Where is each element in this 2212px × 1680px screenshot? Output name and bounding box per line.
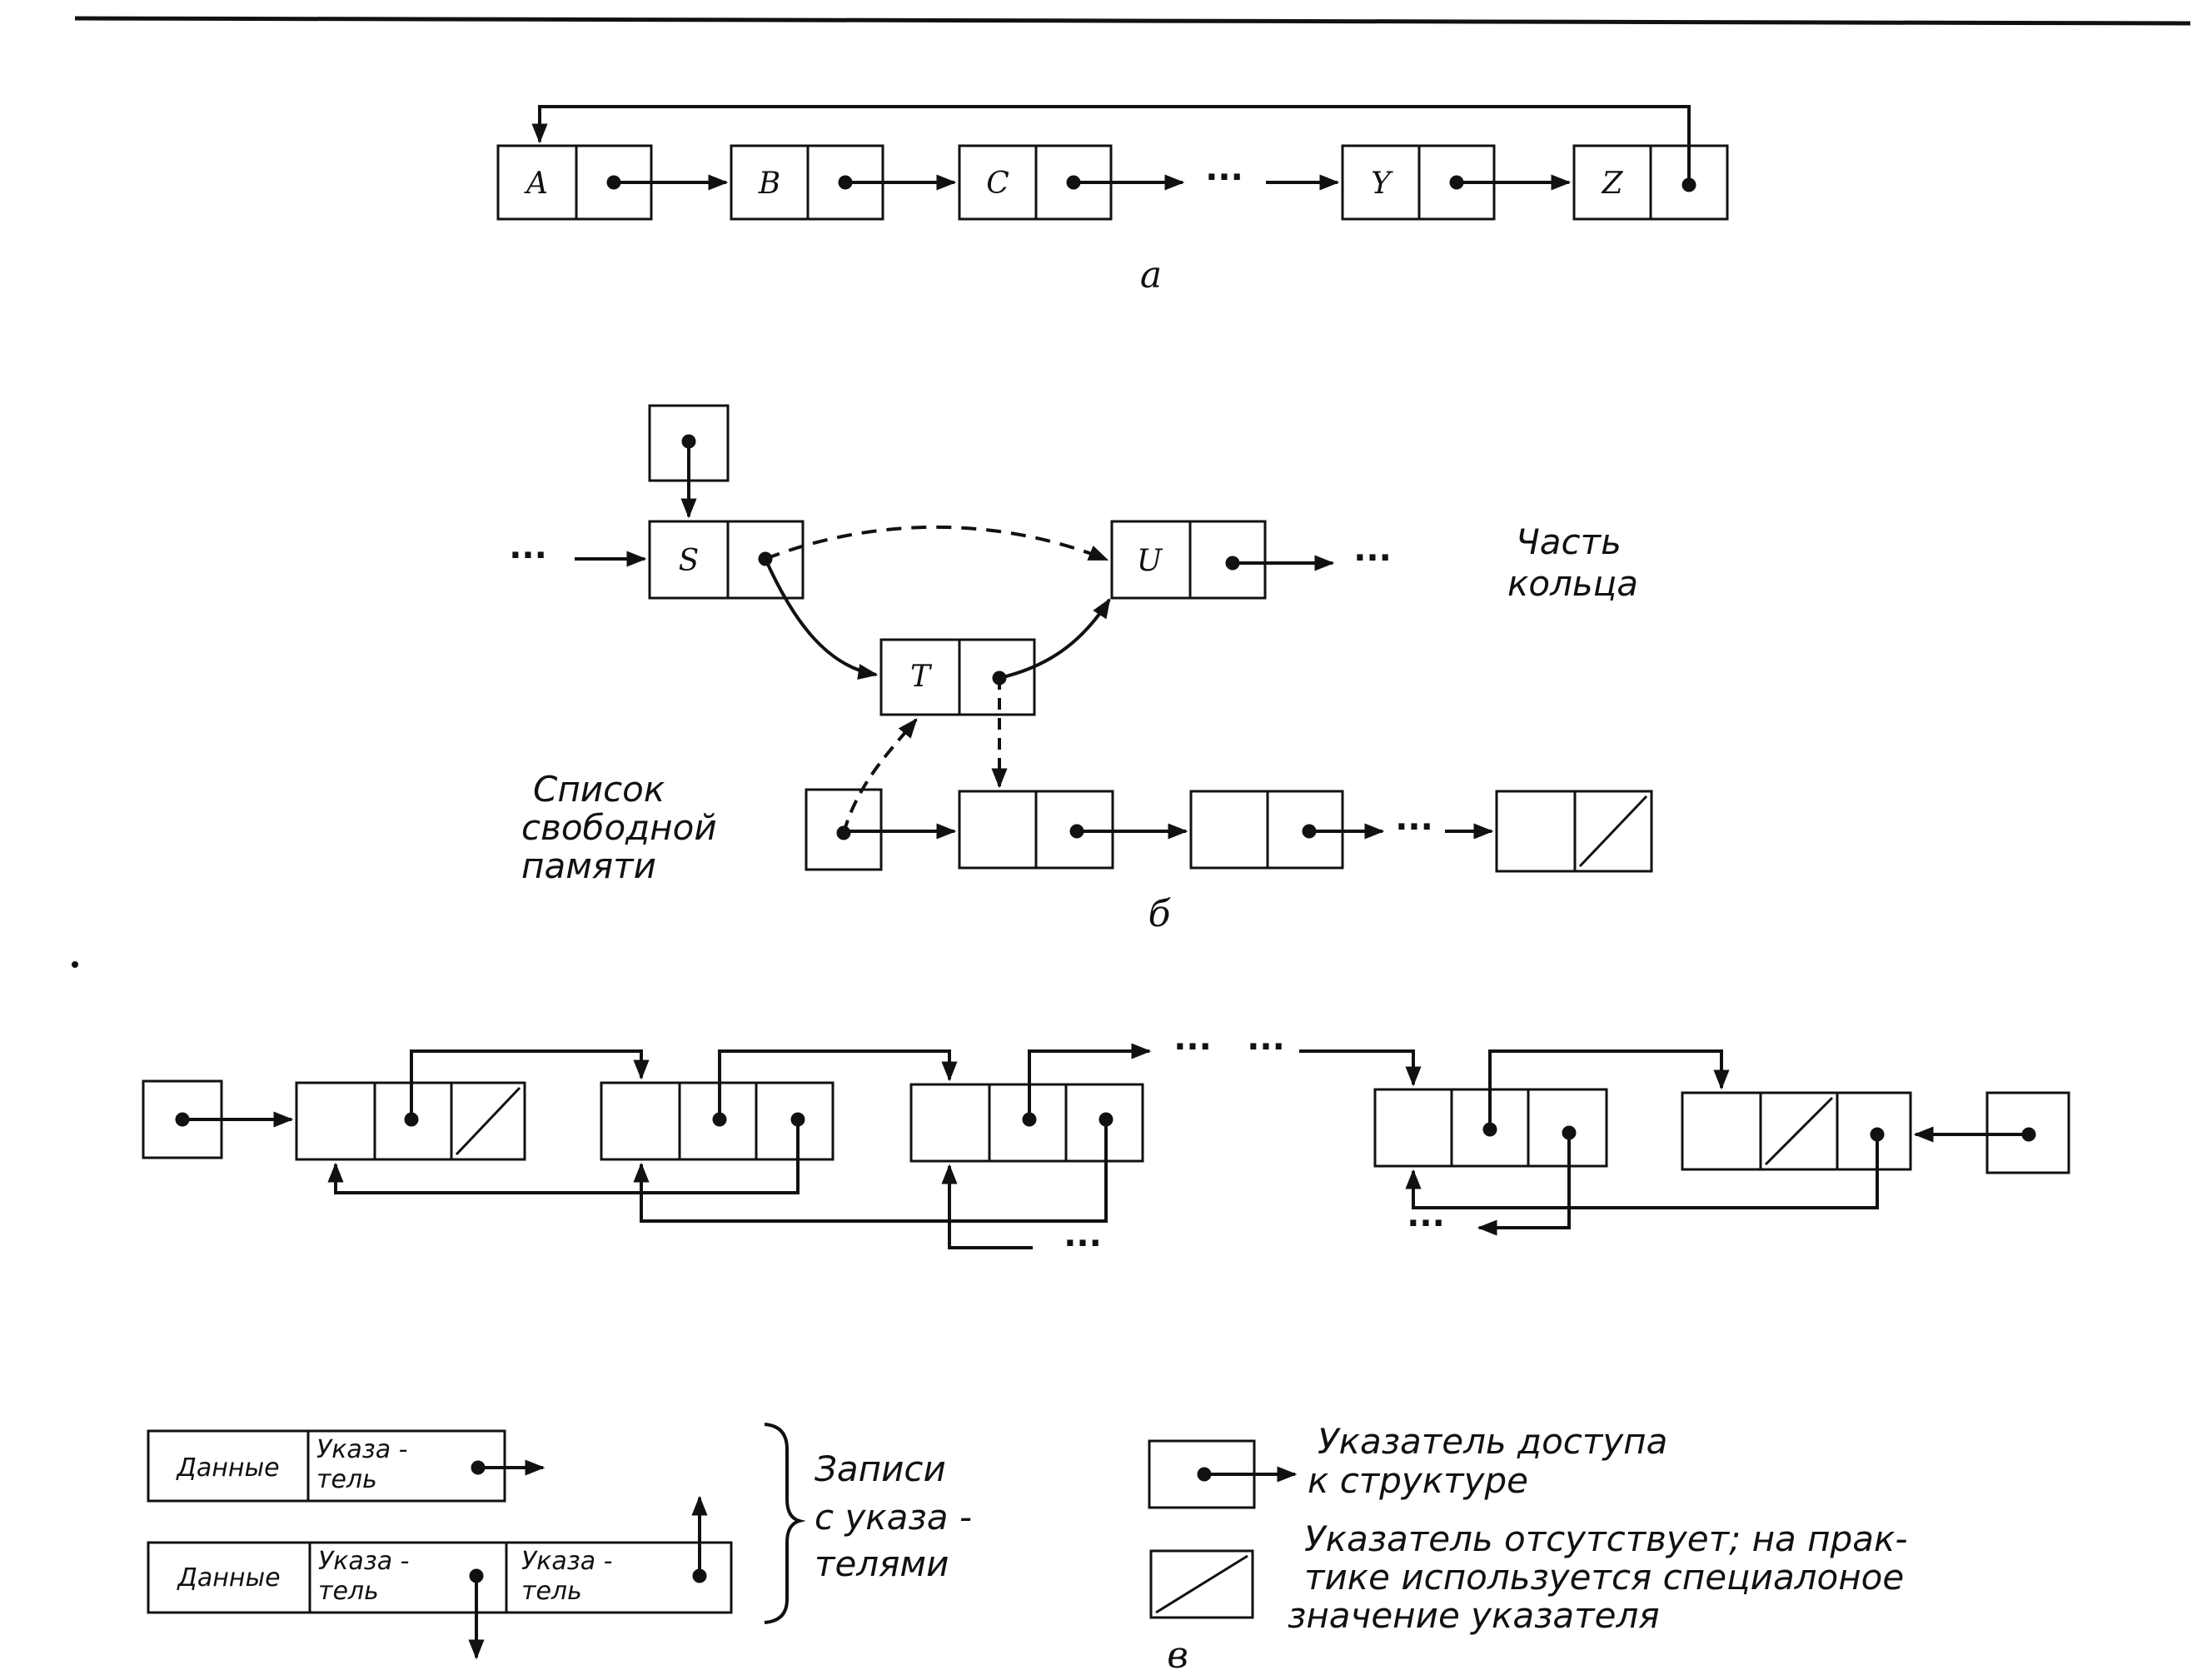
records-label-l2: с указа - bbox=[815, 1497, 972, 1538]
node-c-label: C bbox=[986, 167, 1009, 201]
diagram-c bbox=[142, 1043, 2070, 1249]
diagram-b bbox=[575, 404, 1653, 873]
ring-label-line1: Часть bbox=[1516, 521, 1622, 562]
access-pointer-text-l2: к структуре bbox=[1308, 1460, 1528, 1501]
dnode-n bbox=[1681, 1091, 1912, 1171]
back-nm1-ellipsis bbox=[1477, 1133, 1571, 1236]
record1-data: Данные bbox=[175, 1453, 279, 1483]
record2-pointer2-l2: тель bbox=[521, 1577, 582, 1606]
node-z-label: Z bbox=[1601, 167, 1623, 201]
top-rule bbox=[74, 16, 2191, 26]
record2-pointer1-l2: тель bbox=[318, 1577, 379, 1606]
null-pointer-text-l2: тике используется специалоное bbox=[1304, 1557, 1904, 1598]
record-double-pointer bbox=[147, 1495, 733, 1660]
fwd-n1-n2 bbox=[410, 1049, 650, 1119]
records-label-l1: Записи bbox=[815, 1448, 946, 1489]
free-label-line1: Список bbox=[533, 769, 665, 810]
free-node-last bbox=[1495, 790, 1653, 873]
record2-pointer2-l1: Указа - bbox=[521, 1547, 612, 1576]
record-single-pointer bbox=[147, 1429, 546, 1503]
back-n2-n1 bbox=[327, 1119, 800, 1194]
fwd-ellipsis-nm1 bbox=[1299, 1049, 1422, 1087]
ellipsis-c-top-1: ··· bbox=[1173, 1028, 1212, 1066]
ellipsis-b-out: ··· bbox=[1353, 539, 1392, 577]
node-z bbox=[1572, 144, 1729, 221]
caption-a: а bbox=[1140, 254, 1162, 297]
diagram-a bbox=[496, 105, 1729, 221]
node-u bbox=[1110, 520, 1267, 600]
null-pointer-text-l1: Указатель отсутствует; на прак- bbox=[1304, 1518, 1908, 1559]
node-a-label: A bbox=[524, 167, 548, 201]
stray-dot bbox=[72, 961, 78, 968]
caption-b: б bbox=[1148, 893, 1171, 935]
free-node-2 bbox=[1189, 790, 1344, 870]
node-s-label: S bbox=[679, 544, 700, 578]
caption-c: в bbox=[1167, 1634, 1188, 1677]
arrow-t-u bbox=[999, 597, 1111, 680]
record1-pointer-l1: Указа - bbox=[316, 1435, 407, 1464]
back-n3-n2 bbox=[633, 1119, 1108, 1223]
back-nn-nm1 bbox=[1405, 1134, 1879, 1209]
records-brace bbox=[764, 1423, 806, 1624]
access-pointer-text-l1: Указатель доступа bbox=[1318, 1421, 1667, 1462]
fwd-n3-ellipsis bbox=[1028, 1043, 1152, 1119]
ellipsis-b-in: ··· bbox=[509, 536, 547, 575]
node-t-label: T bbox=[910, 660, 933, 694]
ellipsis-b-free: ··· bbox=[1395, 808, 1433, 846]
arrow-s-u-dashed bbox=[765, 525, 1109, 561]
node-b-label: B bbox=[758, 167, 780, 201]
free-label-line3: памяти bbox=[521, 845, 656, 886]
fwd-n2-n3 bbox=[718, 1049, 958, 1119]
legend-null-pointer-box bbox=[1149, 1549, 1254, 1619]
ellipsis-a: ··· bbox=[1205, 158, 1243, 197]
node-y-label: Y bbox=[1371, 167, 1393, 201]
legend bbox=[147, 1423, 1298, 1660]
ellipsis-c-top-2: ··· bbox=[1247, 1028, 1285, 1066]
dnode-3 bbox=[909, 1083, 1144, 1163]
node-u-label: U bbox=[1137, 544, 1163, 578]
ellipsis-c-bottom: ··· bbox=[1064, 1224, 1102, 1263]
arrow-s-t bbox=[764, 558, 879, 680]
node-t bbox=[879, 638, 1036, 716]
arrow-z-a-return bbox=[531, 105, 1691, 185]
arrow-free-head-t-dashed bbox=[842, 718, 918, 834]
back-from-ellipsis-n3 bbox=[941, 1164, 1033, 1249]
record2-data: Данные bbox=[176, 1563, 280, 1593]
record1-pointer-l2: тель bbox=[316, 1465, 377, 1494]
ring-label-line2: кольца bbox=[1507, 563, 1638, 604]
record2-pointer1-l1: Указа - bbox=[318, 1547, 409, 1576]
ellipsis-c-bottom-right: ··· bbox=[1407, 1204, 1445, 1243]
fwd-nm1-nn bbox=[1488, 1049, 1730, 1129]
free-label-line2: свободной bbox=[521, 807, 717, 848]
null-pointer-text-l3: значение указателя bbox=[1288, 1595, 1660, 1636]
legend-access-pointer-box bbox=[1148, 1439, 1298, 1509]
records-label-l3: телями bbox=[815, 1543, 949, 1584]
